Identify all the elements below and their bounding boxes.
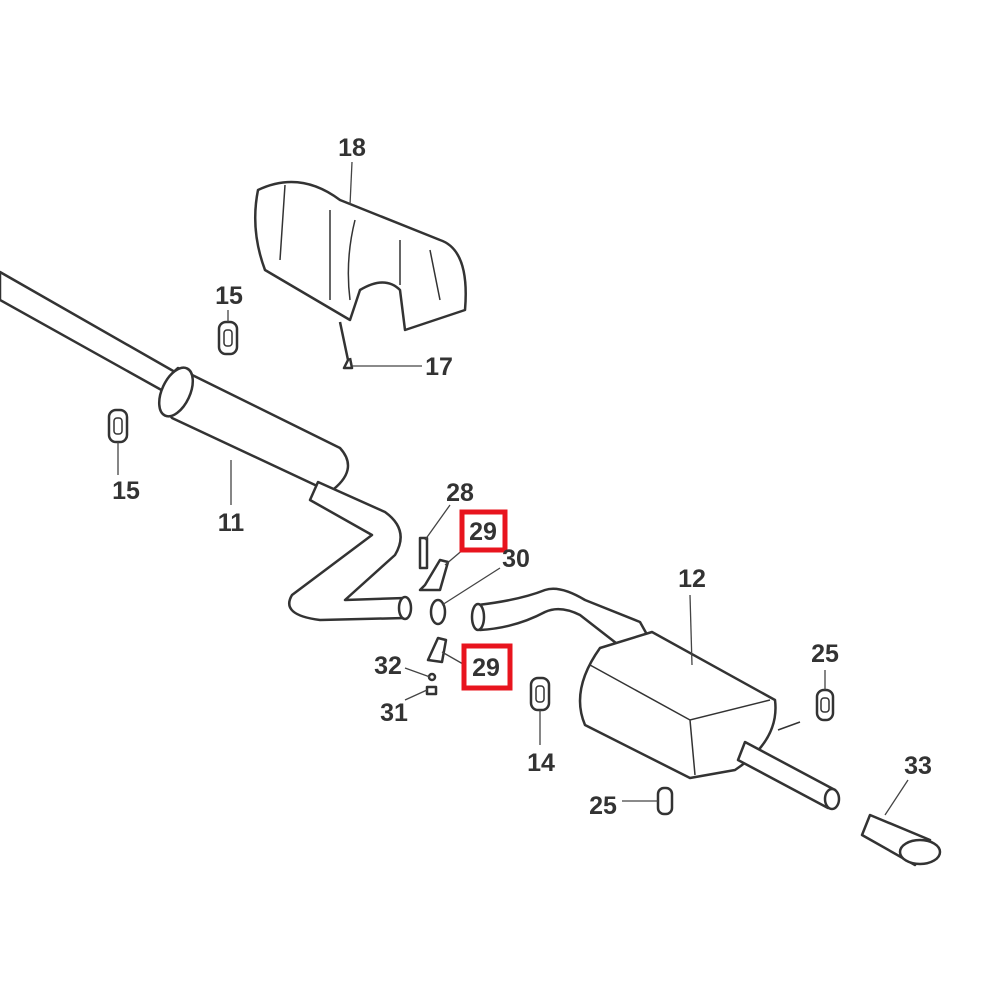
- front-pipe: [0, 270, 177, 394]
- clamp-assembly: [418, 536, 450, 696]
- callout-17[interactable]: 17: [425, 353, 453, 381]
- rear-muffler-12: [470, 587, 841, 811]
- callout-12[interactable]: 12: [678, 565, 706, 593]
- hanger-25-right: [815, 688, 835, 722]
- hanger-14: [529, 676, 551, 712]
- callout-30[interactable]: 30: [502, 545, 530, 573]
- tailpipe-trim-33: [860, 813, 942, 867]
- front-muffler-11: [157, 366, 413, 622]
- callout-11[interactable]: 11: [218, 509, 245, 537]
- callout-33[interactable]: 33: [904, 752, 932, 780]
- callout-15-top[interactable]: 15: [215, 282, 243, 310]
- callout-25-right[interactable]: 25: [811, 640, 839, 668]
- callout-14[interactable]: 14: [527, 749, 555, 777]
- callout-28[interactable]: 28: [446, 479, 474, 507]
- callout-29-top[interactable]: 29: [469, 518, 497, 546]
- hanger-15-top: [217, 320, 239, 356]
- callout-18[interactable]: 18: [338, 134, 366, 162]
- callout-29-bottom[interactable]: 29: [472, 654, 500, 682]
- highlight-box-29-bottom: [461, 643, 513, 691]
- highlight-box-29-top: [459, 509, 508, 553]
- callout-15-left[interactable]: 15: [112, 477, 140, 505]
- callout-31[interactable]: 31: [380, 699, 408, 727]
- hanger-15-left: [107, 408, 129, 444]
- leader-lines: [117, 161, 909, 816]
- callout-25-bottom[interactable]: 25: [589, 792, 617, 820]
- hanger-25-bottom: [656, 786, 674, 816]
- heat-shield-18: [254, 180, 467, 370]
- callout-32[interactable]: 32: [374, 652, 402, 680]
